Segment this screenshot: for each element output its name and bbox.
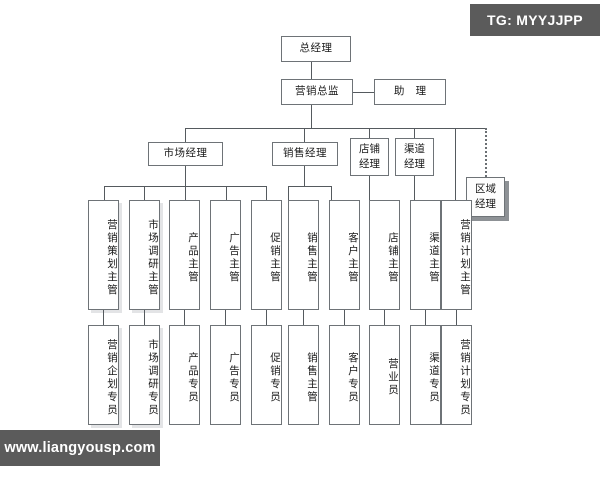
node-region-manager-label-line1: 区域	[475, 182, 496, 195]
connector-to-sales-supervisor	[288, 186, 289, 200]
node-level5-8-label: 渠道专员	[428, 351, 440, 404]
connector-l4-6-to-l5-6	[344, 310, 345, 325]
bus-sales-manager-children	[288, 186, 331, 187]
node-region-manager[interactable]: 区域 经理	[466, 177, 505, 217]
node-level4-7-label: 店铺主管	[387, 231, 399, 284]
node-general-manager[interactable]: 总经理	[281, 36, 351, 62]
node-assistant[interactable]: 助 理	[374, 79, 446, 105]
node-level5-1[interactable]: 市场调研专员	[129, 325, 160, 425]
node-level4-0-label: 营销策划主管	[106, 218, 118, 297]
node-level4-3-label: 广告主管	[228, 231, 240, 284]
node-level5-0-label: 营销企划专员	[106, 338, 118, 417]
node-level5-4[interactable]: 促销专员	[251, 325, 282, 425]
node-level5-3[interactable]: 广告专员	[210, 325, 241, 425]
watermark-telegram-text: TG: MYYJJPP	[487, 12, 583, 28]
node-level4-2-label: 产品主管	[187, 231, 199, 284]
node-level5-4-label: 促销专员	[269, 351, 281, 404]
node-level5-3-label: 广告专员	[228, 351, 240, 404]
connector-to-promotion-supervisor	[266, 186, 267, 200]
node-general-manager-label: 总经理	[299, 42, 333, 55]
node-level5-8[interactable]: 渠道专员	[410, 325, 441, 425]
node-level5-1-label: 市场调研专员	[147, 338, 159, 417]
connector-to-marketing-planning-supervisor	[104, 186, 105, 200]
node-region-manager-label-line2: 经理	[475, 198, 496, 210]
connector-director-to-bus	[311, 105, 312, 128]
node-level4-1[interactable]: 市场调研主管	[129, 200, 160, 310]
node-level5-2-label: 产品专员	[187, 351, 199, 404]
node-level5-5[interactable]: 销售主管	[288, 325, 319, 425]
node-level4-9-label: 营销计划主管	[459, 218, 471, 297]
node-level4-0[interactable]: 营销策划主管	[88, 200, 119, 310]
connector-bus-to-region-manager-dashed	[485, 128, 487, 177]
connector-l4-0-to-l5-0	[103, 310, 104, 325]
node-level4-8[interactable]: 渠道主管	[410, 200, 441, 310]
node-level5-9[interactable]: 营销计划专员	[441, 325, 472, 425]
bus-level3	[185, 128, 486, 129]
node-level5-0[interactable]: 营销企划专员	[88, 325, 119, 425]
node-level4-3[interactable]: 广告主管	[210, 200, 241, 310]
connector-to-customer-supervisor	[331, 186, 332, 200]
node-channel-manager-label-line1: 渠道	[404, 142, 425, 155]
node-level4-5[interactable]: 销售主管	[288, 200, 319, 310]
connector-l4-4-to-l5-4	[266, 310, 267, 325]
connector-l4-8-to-l5-8	[425, 310, 426, 325]
watermark-website-text: www.liangyousp.com	[4, 440, 156, 456]
connector-bus-to-plan-column	[455, 128, 456, 200]
node-level4-6-label: 客户主管	[347, 231, 359, 284]
node-marketing-director-label: 营销总监	[295, 85, 339, 98]
connector-to-product-supervisor	[185, 186, 186, 200]
connector-l4-2-to-l5-2	[184, 310, 185, 325]
node-channel-manager-label-line2: 经理	[404, 158, 425, 170]
watermark-website: www.liangyousp.com	[0, 430, 160, 466]
connector-director-to-assistant	[353, 92, 374, 93]
node-market-manager-label: 市场经理	[163, 147, 208, 160]
connector-l4-9-to-l5-9	[456, 310, 457, 325]
node-level4-5-label: 销售主管	[306, 231, 318, 284]
connector-to-advertising-supervisor	[226, 186, 227, 200]
connector-channel-manager-down	[414, 176, 415, 200]
node-level4-7[interactable]: 店铺主管	[369, 200, 400, 310]
node-sales-manager-label: 销售经理	[283, 147, 327, 160]
connector-bus-to-channel-manager	[414, 128, 415, 138]
node-store-manager[interactable]: 店铺 经理	[350, 138, 389, 176]
connector-bus-to-sales-manager	[304, 128, 305, 142]
node-level4-9[interactable]: 营销计划主管	[441, 200, 472, 310]
node-level4-8-label: 渠道主管	[428, 231, 440, 284]
connector-bus-to-market-manager	[185, 128, 186, 142]
connector-l4-3-to-l5-3	[225, 310, 226, 325]
connector-store-manager-down	[369, 176, 370, 200]
node-level5-6-label: 客户专员	[347, 351, 359, 404]
node-level4-1-label: 市场调研主管	[147, 218, 159, 297]
node-assistant-label: 助 理	[393, 85, 431, 98]
connector-l4-1-to-l5-1	[144, 310, 145, 325]
node-store-manager-label-line2: 经理	[359, 158, 380, 170]
node-level5-5-label: 销售主管	[306, 351, 318, 404]
connector-bus-to-store-manager	[369, 128, 370, 138]
node-channel-manager[interactable]: 渠道 经理	[395, 138, 434, 176]
node-level5-7-label: 营业员	[387, 358, 399, 397]
connector-to-market-research-supervisor	[144, 186, 145, 200]
node-marketing-director[interactable]: 营销总监	[281, 79, 353, 105]
node-sales-manager[interactable]: 销售经理	[272, 142, 338, 166]
node-store-manager-label-line1: 店铺	[359, 142, 380, 155]
connector-gm-to-director	[311, 62, 312, 79]
node-level5-6[interactable]: 客户专员	[329, 325, 360, 425]
node-market-manager[interactable]: 市场经理	[148, 142, 223, 166]
connector-sales-manager-down	[304, 166, 305, 186]
connector-market-manager-down	[185, 166, 186, 186]
watermark-telegram: TG: MYYJJPP	[470, 4, 600, 36]
node-level5-7[interactable]: 营业员	[369, 325, 400, 425]
node-level5-2[interactable]: 产品专员	[169, 325, 200, 425]
node-level4-6[interactable]: 客户主管	[329, 200, 360, 310]
connector-l4-5-to-l5-5	[303, 310, 304, 325]
node-level4-2[interactable]: 产品主管	[169, 200, 200, 310]
node-level5-9-label: 营销计划专员	[459, 338, 471, 417]
connector-l4-7-to-l5-7	[384, 310, 385, 325]
node-level4-4[interactable]: 促销主管	[251, 200, 282, 310]
node-level4-4-label: 促销主管	[269, 231, 281, 284]
